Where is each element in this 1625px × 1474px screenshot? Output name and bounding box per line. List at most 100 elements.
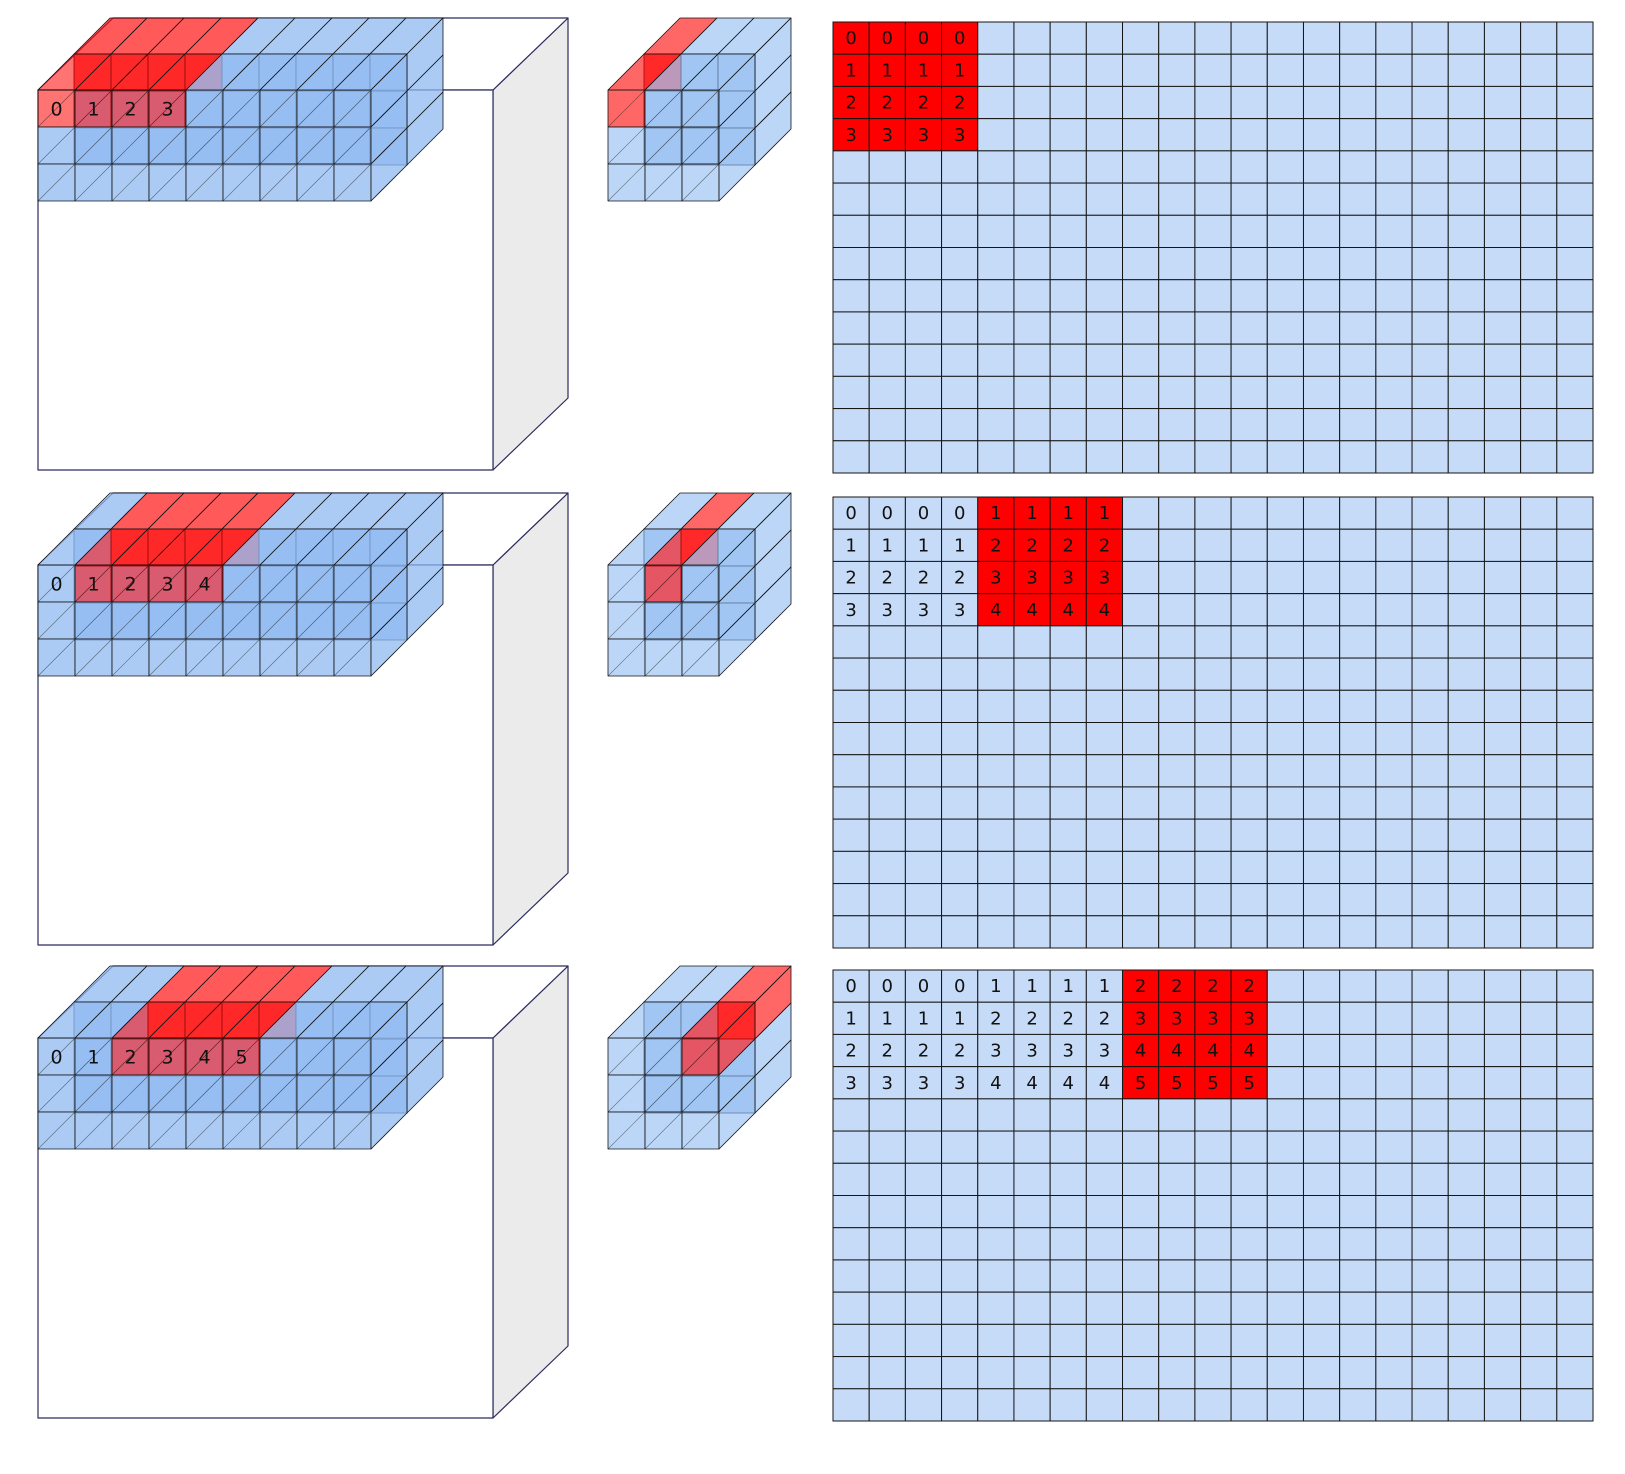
matrix-cell <box>1049 786 1087 820</box>
matrix-cell <box>1085 1195 1124 1229</box>
matrix-cell <box>1447 1356 1485 1390</box>
matrix-cell <box>832 722 870 756</box>
matrix-cell <box>1375 1291 1413 1325</box>
matrix-cell <box>1230 150 1268 184</box>
matrix-cell <box>1158 496 1196 530</box>
matrix-cell <box>1411 1098 1449 1132</box>
matrix-cell <box>868 689 906 723</box>
matrix-cell <box>1266 969 1304 1003</box>
matrix-cell <box>1302 883 1341 917</box>
matrix-value: 1 <box>990 503 1001 524</box>
matrix-cell <box>1520 915 1558 949</box>
matrix-cell <box>1556 722 1594 756</box>
matrix-cell <box>977 657 1015 691</box>
matrix-cell <box>1230 969 1268 1003</box>
matrix-cell <box>1302 915 1341 949</box>
matrix-cell <box>1520 1130 1558 1164</box>
matrix-cell <box>1520 786 1558 820</box>
matrix-cell <box>1375 1227 1413 1261</box>
matrix-cell <box>1483 786 1522 820</box>
matrix-cell <box>1085 754 1124 788</box>
cube-cell-side <box>718 602 756 677</box>
matrix-cell <box>1339 689 1377 723</box>
cube-index-label: 3 <box>161 99 173 121</box>
matrix-cell <box>1483 150 1522 184</box>
matrix-cell <box>1483 1323 1522 1358</box>
matrix-cell <box>1230 1098 1268 1132</box>
matrix-cell <box>1483 440 1522 474</box>
matrix-cell <box>904 1098 943 1132</box>
matrix-cell <box>941 818 979 852</box>
matrix-cell <box>1049 375 1087 410</box>
matrix-cell <box>832 1195 870 1229</box>
matrix-cell <box>1339 279 1377 313</box>
matrix-cell <box>1447 279 1485 313</box>
matrix-cell <box>941 1195 979 1229</box>
matrix-cell <box>1049 625 1087 659</box>
matrix-cell <box>1302 560 1341 595</box>
matrix-cell <box>1085 883 1124 917</box>
matrix-cell <box>868 1356 906 1390</box>
matrix-cell <box>1013 53 1051 87</box>
matrix-cell <box>832 786 870 820</box>
matrix-cell <box>1049 247 1087 281</box>
matrix-cell <box>904 850 943 885</box>
matrix-cell <box>1302 53 1341 87</box>
matrix-cell <box>1230 214 1268 249</box>
matrix-cell <box>1266 1356 1304 1390</box>
matrix-cell <box>1302 150 1341 184</box>
matrix-cell <box>904 1259 943 1293</box>
matrix-cell <box>1122 1195 1160 1229</box>
matrix-cell <box>1375 969 1413 1003</box>
matrix-cell <box>904 657 943 691</box>
matrix-cell <box>1230 279 1268 313</box>
matrix-cell <box>904 1388 943 1422</box>
matrix-cell <box>1013 625 1051 659</box>
matrix-cell <box>1085 1066 1124 1100</box>
cube-index-label: 2 <box>124 1047 136 1069</box>
matrix-cell <box>1556 118 1594 152</box>
matrix-cell <box>1049 754 1087 788</box>
matrix-value: 1 <box>882 1008 893 1029</box>
matrix-cell <box>1122 53 1160 87</box>
matrix-value: 5 <box>1207 1073 1218 1094</box>
matrix-cell <box>1520 754 1558 788</box>
matrix-cell <box>1049 1066 1087 1100</box>
matrix-cell <box>1302 786 1341 820</box>
matrix-cell <box>1411 311 1449 345</box>
matrix-cell <box>1520 1227 1558 1261</box>
matrix-cell <box>1556 53 1594 87</box>
matrix-cell <box>1302 279 1341 313</box>
matrix-cell <box>1447 1098 1485 1132</box>
matrix-cell <box>1483 21 1522 55</box>
matrix-value: 3 <box>1171 1008 1182 1029</box>
matrix-cell <box>1556 883 1594 917</box>
matrix-cell <box>832 1291 870 1325</box>
matrix-cell <box>941 1098 979 1132</box>
matrix-cell <box>1158 150 1196 184</box>
matrix-cell <box>1266 818 1304 852</box>
matrix-cell <box>977 1323 1015 1358</box>
matrix-cell <box>941 593 979 627</box>
matrix-cell <box>1085 625 1124 659</box>
matrix-cell <box>1194 1162 1232 1197</box>
matrix-value: 5 <box>1243 1073 1254 1094</box>
matrix-cell <box>868 1001 906 1035</box>
matrix-cell <box>1339 915 1377 949</box>
matrix-cell <box>1230 786 1268 820</box>
matrix-cell <box>1085 915 1124 949</box>
matrix-cell <box>1194 375 1232 410</box>
matrix-cell <box>1483 496 1522 530</box>
matrix-cell <box>1447 21 1485 55</box>
matrix-cell <box>1194 883 1232 917</box>
matrix-cell <box>1122 1291 1160 1325</box>
matrix-cell <box>977 85 1015 120</box>
matrix-cell <box>1194 440 1232 474</box>
matrix-cell <box>1302 818 1341 852</box>
matrix-cell <box>1085 85 1124 120</box>
matrix-cell <box>1085 247 1124 281</box>
matrix-cell <box>1339 1066 1377 1100</box>
matrix-cell <box>1230 528 1268 562</box>
matrix-value: 2 <box>882 1041 893 1062</box>
matrix-value: 1 <box>1026 976 1037 997</box>
